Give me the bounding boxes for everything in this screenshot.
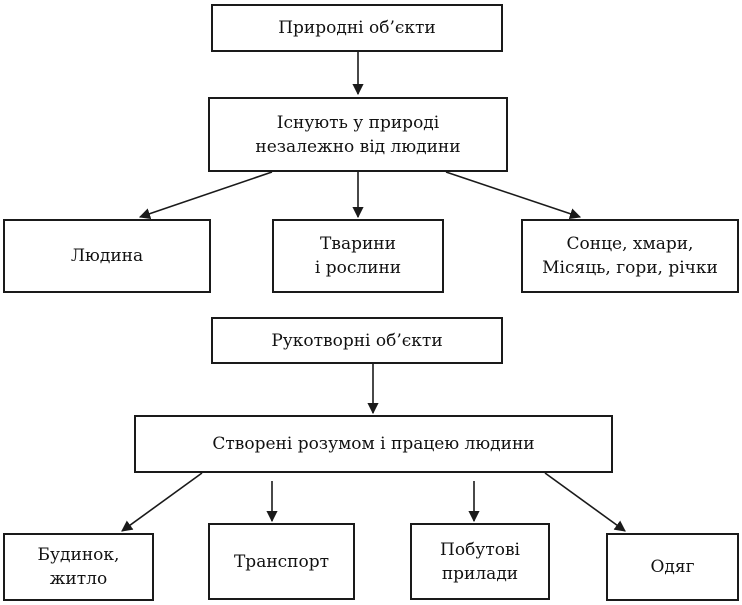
manmade-objects-definition: Створені розумом і працею людини — [134, 415, 613, 473]
manmade-child-appliances: Побутові прилади — [410, 523, 550, 600]
manmade-child-house-line-1: Будинок, — [37, 545, 120, 565]
natural-child-animals-plants: Тварини і рослини — [272, 219, 444, 293]
manmade-child-transport: Транспорт — [208, 523, 355, 600]
natural-child-human: Людина — [3, 219, 211, 293]
natural-objects-root-label: Природні об’єкти — [278, 18, 436, 38]
arrow-manmade-to-clothing — [544, 472, 626, 532]
natural-child-animals-plants-line-1: Тварини — [320, 234, 396, 254]
natural-child-human-label: Людина — [70, 246, 144, 266]
natural-child-sky-landscape-line-1: Сонце, хмари, — [566, 234, 694, 254]
manmade-objects-root-label: Рукотворні об’єкти — [271, 330, 443, 351]
natural-child-animals-plants-line-2: і рослини — [314, 258, 402, 278]
manmade-objects-root: Рукотворні об’єкти — [211, 317, 503, 364]
natural-objects-definition-line-1: Існують у природі — [276, 112, 440, 133]
natural-objects-root: Природні об’єкти — [211, 4, 503, 52]
arrow-manmade-to-house — [121, 472, 203, 532]
natural-child-sky-landscape-line-2: Місяць, гори, річки — [542, 258, 718, 278]
manmade-child-appliances-line-1: Побутові — [440, 539, 520, 560]
manmade-child-house-line-2: житло — [49, 569, 108, 589]
manmade-child-clothing: Одяг — [606, 533, 739, 601]
natural-objects-definition: Існують у природі незалежно від людини — [208, 97, 508, 172]
manmade-child-clothing-label: Одяг — [650, 557, 695, 577]
natural-child-sky-landscape: Сонце, хмари, Місяць, гори, річки — [521, 219, 739, 293]
arrow-natural-to-sky-landscape — [445, 171, 582, 220]
manmade-child-appliances-line-2: прилади — [441, 563, 519, 584]
manmade-child-transport-label: Транспорт — [233, 551, 330, 572]
natural-objects-definition-line-2: незалежно від людини — [255, 136, 461, 157]
manmade-child-house: Будинок, житло — [3, 533, 154, 601]
manmade-objects-definition-label: Створені розумом і працею людини — [212, 434, 535, 454]
arrow-natural-to-human — [138, 171, 273, 220]
